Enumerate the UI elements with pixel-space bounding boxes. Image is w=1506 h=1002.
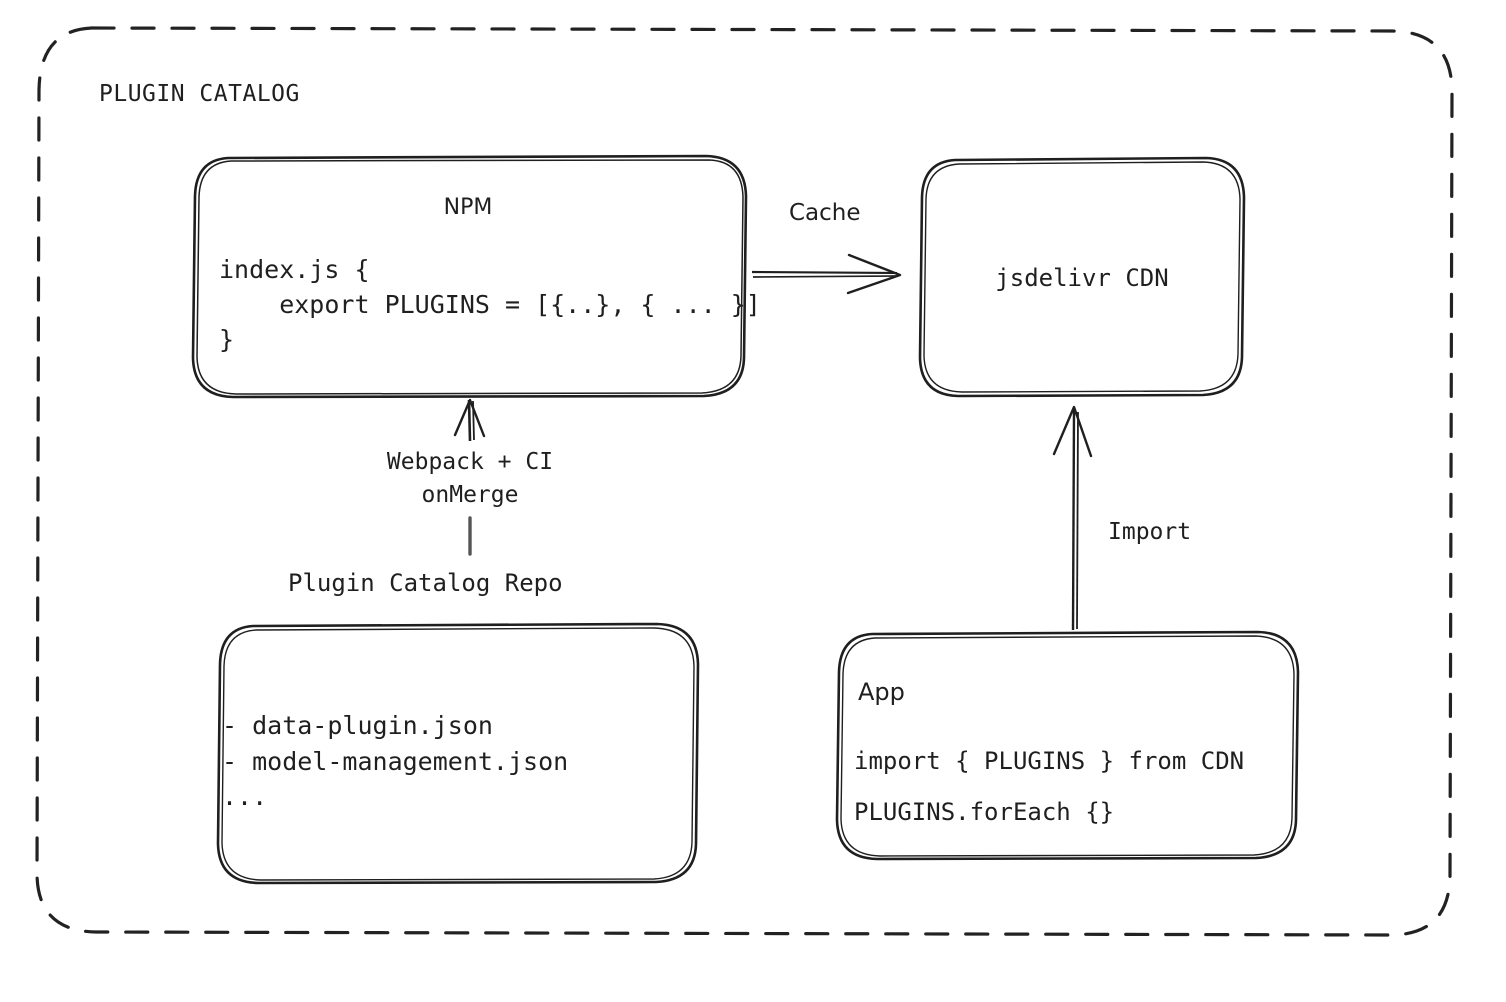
cdn-node-title: jsdelivr CDN [995, 264, 1169, 292]
repo-node-caption: Plugin Catalog Repo [288, 569, 563, 597]
app-node-title: App [858, 678, 905, 706]
edge-label-import: Import [1108, 519, 1192, 545]
app-node-code: import { PLUGINS } from CDN PLUGINS.forE… [854, 747, 1245, 826]
npm-node-code: index.js { export PLUGINS = [{..}, { ...… [219, 255, 761, 354]
edge-npm-to-cdn [751, 253, 902, 295]
group-title: PLUGIN CATALOG [99, 81, 300, 107]
edge-label-cache: Cache [789, 200, 861, 226]
npm-node-title: NPM [443, 195, 493, 220]
edge-label-webpack-ci-onmerge: Webpack + CI onMerge [386, 449, 554, 508]
edge-app-to-cdn [1052, 405, 1093, 631]
repo-node-file-list: - data-plugin.json - model-management.js… [222, 711, 569, 811]
